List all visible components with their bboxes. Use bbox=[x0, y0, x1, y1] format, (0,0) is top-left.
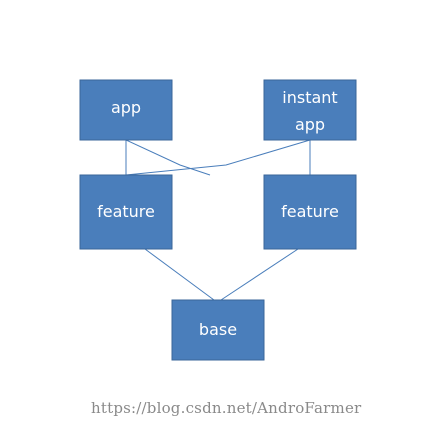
node-instant-app: instant app bbox=[263, 79, 357, 141]
edge-app-to-feature-right bbox=[125, 139, 211, 176]
node-base-label: base bbox=[199, 320, 237, 339]
node-app-label: app bbox=[111, 98, 141, 117]
node-feature-left-label: feature bbox=[97, 202, 155, 221]
connectors bbox=[125, 139, 311, 301]
edge-instant-app-to-feature-left bbox=[125, 139, 311, 176]
node-base: base bbox=[171, 299, 265, 361]
node-app: app bbox=[79, 79, 173, 141]
node-feature-right-label: feature bbox=[281, 202, 339, 221]
node-instant-app-label-line1: instant bbox=[282, 88, 337, 107]
node-feature-right: feature bbox=[263, 174, 357, 250]
watermark-url: https://blog.csdn.net/AndroFarmer bbox=[91, 399, 362, 417]
edge-feature-right-to-base bbox=[220, 248, 299, 301]
edge-feature-left-to-base bbox=[144, 248, 215, 301]
node-feature-left: feature bbox=[79, 174, 173, 250]
node-instant-app-label-line2: app bbox=[295, 115, 325, 134]
